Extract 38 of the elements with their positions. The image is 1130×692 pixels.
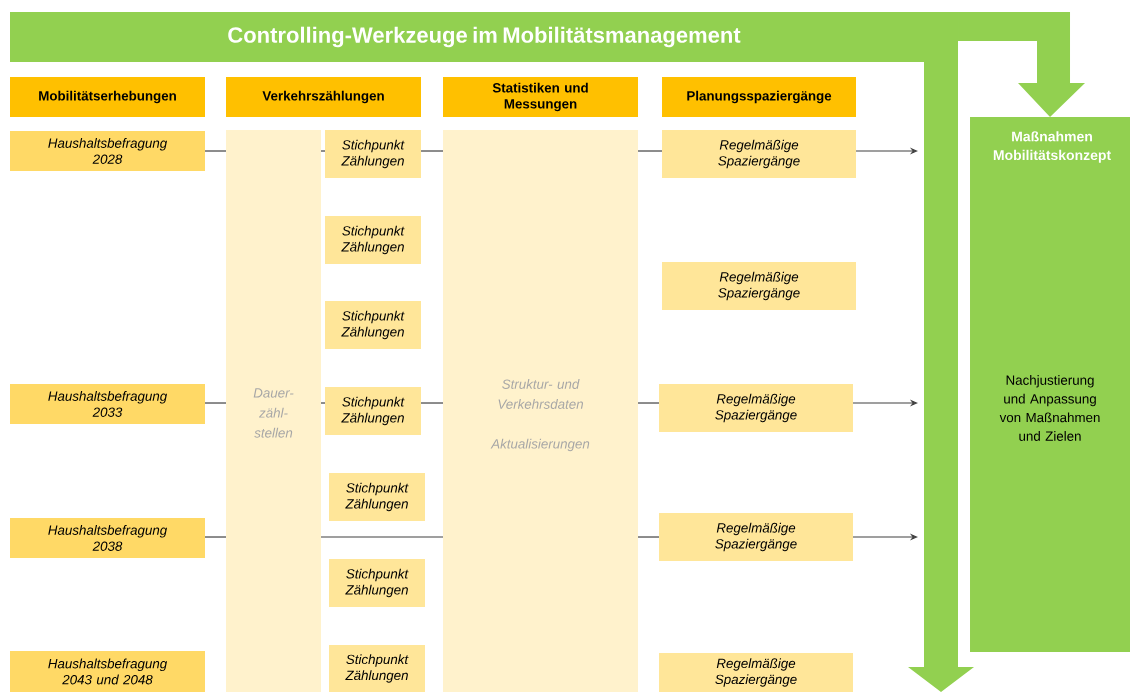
survey-box: Haushaltsbefragung 2038: [10, 518, 205, 558]
connector-line: [204, 536, 227, 538]
connector-line: [637, 402, 660, 404]
connector-line: [320, 402, 326, 404]
title-banner: Controlling-Werkzeuge im Mobilitätsmanagement: [10, 12, 958, 62]
result-box: Maßnahmen Mobilitätskonzept Nachjustierung und Anpassung von Maßnahmen und Zielen: [970, 117, 1130, 652]
column-header: Planungsspaziergänge: [662, 77, 856, 117]
walk-box: Regelmäßige Spaziergänge: [662, 130, 856, 178]
survey-box: Haushaltsbefragung 2043 und 2048: [10, 651, 205, 692]
bent-arrow: [958, 12, 1085, 117]
walk-box: Regelmäßige Spaziergänge: [662, 262, 856, 310]
count-box: Stichpunkt Zählungen: [329, 645, 425, 692]
survey-box: Haushaltsbefragung 2033: [10, 384, 205, 424]
column-header: Verkehrszählungen: [226, 77, 421, 117]
walk-box: Regelmäßige Spaziergänge: [659, 653, 853, 692]
connector-line: [204, 150, 227, 152]
count-box: Stichpunkt Zählungen: [325, 301, 421, 349]
survey-box: Haushaltsbefragung 2028: [10, 131, 205, 171]
count-box: Stichpunkt Zählungen: [325, 130, 421, 178]
column-band: Struktur- und Verkehrsdaten Aktualisierungen: [443, 130, 638, 692]
node-label: Controlling-Werkzeuge im Mobilitätsmanagement: [228, 26, 741, 48]
count-box: Stichpunkt Zählungen: [325, 387, 421, 435]
count-box: Stichpunkt Zählungen: [329, 559, 425, 607]
walk-box: Regelmäßige Spaziergänge: [659, 384, 853, 432]
walk-box: Regelmäßige Spaziergänge: [659, 513, 853, 561]
wide-arrow: [908, 62, 974, 692]
column-header: Mobilitätserhebungen: [10, 77, 205, 117]
count-box: Stichpunkt Zählungen: [329, 473, 425, 521]
connector-line: [320, 536, 444, 538]
connector-line: [637, 150, 663, 152]
connector-line: [204, 402, 227, 404]
connector-line: [420, 150, 444, 152]
connector-line: [320, 150, 326, 152]
connector-line: [637, 536, 660, 538]
column-header: Statistiken und Messungen: [443, 77, 638, 117]
column-band: Dauer- zähl- stellen: [226, 130, 321, 692]
connector-line: [420, 402, 444, 404]
count-box: Stichpunkt Zählungen: [325, 216, 421, 264]
